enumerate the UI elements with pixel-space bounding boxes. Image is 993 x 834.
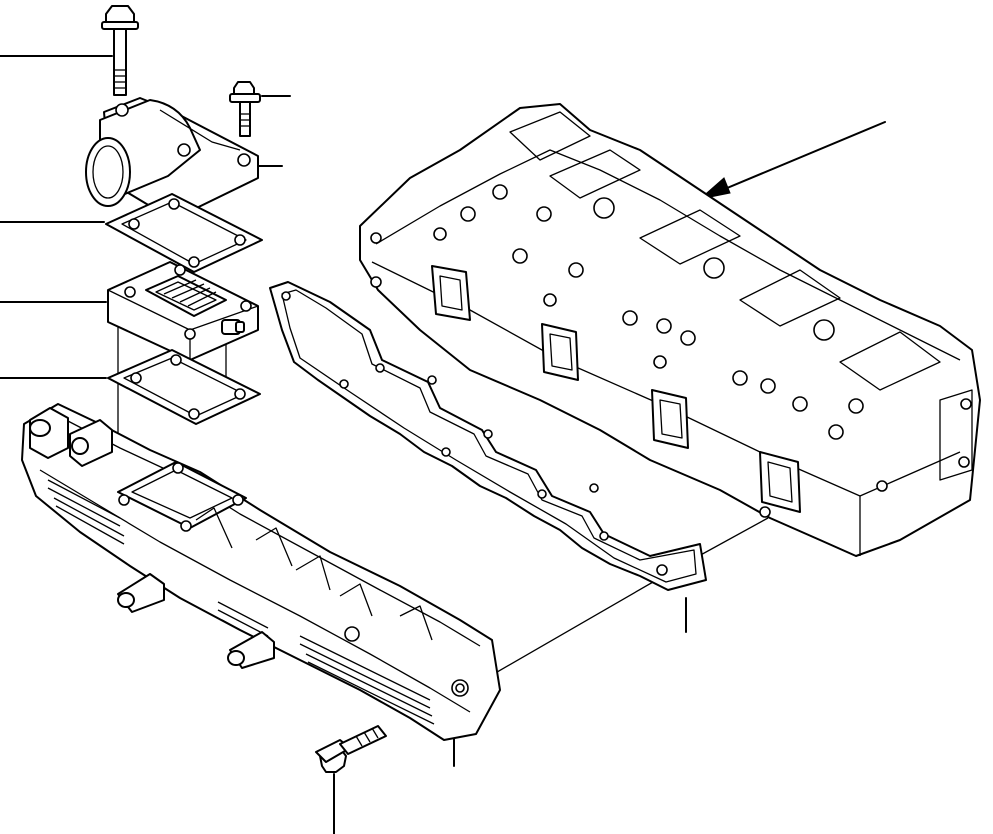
gasket-lower bbox=[107, 349, 261, 425]
thermostat-case bbox=[107, 261, 259, 361]
leader-cylinder-head bbox=[707, 121, 886, 197]
bolt-short bbox=[229, 81, 261, 137]
manifold-bolt bbox=[315, 725, 387, 773]
bolt-long bbox=[101, 5, 139, 96]
gasket-upper bbox=[105, 193, 263, 273]
alignment-line-gasket-manifold bbox=[465, 577, 661, 691]
thermostat-housing bbox=[85, 97, 259, 219]
cylinder-head bbox=[359, 103, 981, 557]
intake-manifold bbox=[21, 403, 501, 741]
arrowhead-icon bbox=[698, 177, 731, 200]
manifold-gasket bbox=[269, 281, 707, 591]
